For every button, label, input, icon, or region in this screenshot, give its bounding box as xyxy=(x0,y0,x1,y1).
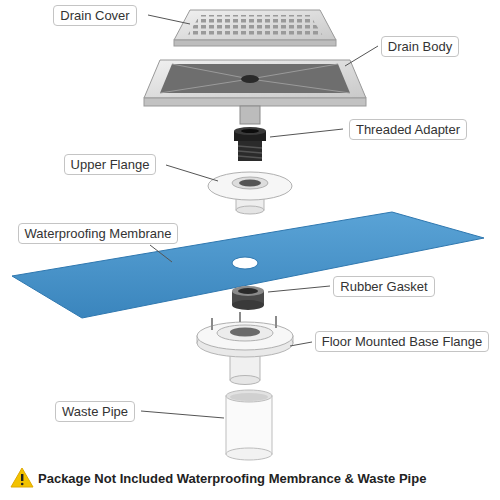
basin-slope xyxy=(172,64,250,79)
cover-grate xyxy=(187,15,323,36)
pipe-body xyxy=(226,396,272,454)
flange-hole xyxy=(239,180,261,187)
screw xyxy=(239,312,241,322)
screw xyxy=(275,316,277,328)
rubber-gasket xyxy=(232,286,264,310)
warning-mark xyxy=(21,474,23,481)
body-basin xyxy=(160,64,350,93)
part-label: Waste Pipe xyxy=(55,401,135,422)
leader-line xyxy=(270,129,343,137)
drain-body xyxy=(144,60,366,124)
body-wall xyxy=(144,98,366,106)
membrane-hole xyxy=(232,257,258,269)
base-ring xyxy=(217,325,273,341)
pipe-bottom xyxy=(226,448,272,460)
pipe-top xyxy=(226,390,272,402)
package-note: Package Not Included Waterproofing Membr… xyxy=(38,471,426,487)
basin-slope xyxy=(250,79,350,93)
screw xyxy=(211,318,213,330)
leader-line xyxy=(345,46,378,66)
thread-line xyxy=(238,151,262,153)
basin-slope xyxy=(160,79,250,93)
flange-hub-bottom xyxy=(236,206,264,214)
part-label: Threaded Adapter xyxy=(349,119,467,140)
waterproofing-membrane xyxy=(12,212,484,318)
adapter-thread xyxy=(238,141,262,161)
adapter-top xyxy=(234,127,266,135)
leader-line xyxy=(148,15,190,24)
part-label: Waterproofing Membrane xyxy=(18,223,179,244)
part-label: Drain Body xyxy=(381,36,459,57)
leader-lines xyxy=(141,15,378,418)
drain-cover xyxy=(174,10,336,46)
flange-ring xyxy=(232,177,268,189)
leader-line xyxy=(166,165,218,181)
part-label: Drain Cover xyxy=(53,5,136,26)
basin-slope xyxy=(250,64,338,79)
upper-flange xyxy=(208,172,292,214)
gasket-bottom xyxy=(232,300,264,310)
warning-triangle xyxy=(11,468,33,487)
gasket-top xyxy=(232,286,264,296)
leader-line xyxy=(290,342,312,346)
base-hub-bottom xyxy=(230,376,260,385)
part-label: Upper Flange xyxy=(64,154,157,175)
pipe-inside xyxy=(230,393,268,401)
thread-line xyxy=(238,146,262,148)
threaded-adapter xyxy=(234,127,266,161)
flange-plate xyxy=(208,172,292,200)
membrane-sheet xyxy=(12,212,484,318)
warning-dot xyxy=(21,483,24,486)
leader-line xyxy=(150,245,172,262)
thread-line xyxy=(238,156,262,158)
base-hole xyxy=(230,328,260,337)
warning-icon xyxy=(11,468,33,487)
part-label: Rubber Gasket xyxy=(333,276,434,297)
body-pipe xyxy=(240,106,260,124)
cover-top xyxy=(174,10,336,40)
gasket-hole xyxy=(238,288,258,294)
waste-pipe xyxy=(226,390,272,460)
part-label: Floor Mounted Base Flange xyxy=(315,331,489,352)
base-flange xyxy=(197,312,293,385)
body-outlet xyxy=(241,75,259,83)
leader-line xyxy=(141,411,224,418)
leader-line xyxy=(268,286,330,292)
body-rim xyxy=(144,60,366,98)
adapter-hole xyxy=(241,129,259,133)
cover-edge xyxy=(174,40,336,46)
